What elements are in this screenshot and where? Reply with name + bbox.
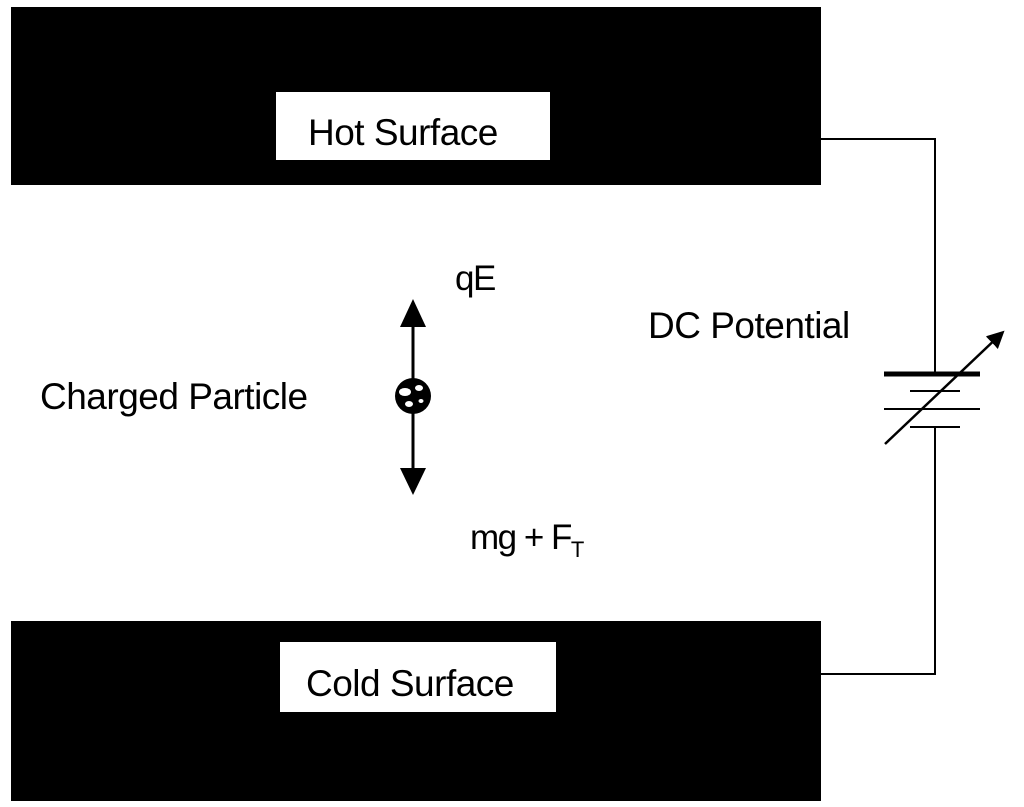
dc-battery-icon bbox=[884, 330, 1005, 445]
cold-surface-label: Cold Surface bbox=[306, 663, 514, 704]
dc-potential-label: DC Potential bbox=[648, 305, 850, 346]
wire-top bbox=[820, 138, 936, 374]
variable-arrow-icon bbox=[884, 330, 1005, 445]
hot-surface-label-box bbox=[276, 92, 550, 160]
force-up-arrowhead bbox=[400, 299, 426, 327]
cold-surface-plate: Cold Surface bbox=[11, 621, 821, 801]
hot-surface-plate: Hot Surface bbox=[11, 7, 821, 185]
force-arrows bbox=[400, 299, 426, 495]
wire-bottom bbox=[820, 427, 936, 675]
force-down-label: mg + FT bbox=[470, 518, 584, 562]
cold-surface-label-box bbox=[280, 642, 556, 712]
charged-particle-icon bbox=[395, 378, 431, 414]
circuit-wires bbox=[820, 138, 936, 675]
force-down-subscript: T bbox=[571, 537, 584, 562]
force-up-label: qE bbox=[455, 259, 495, 298]
force-down-main: mg + F bbox=[470, 518, 571, 557]
charged-particle-label: Charged Particle bbox=[40, 376, 308, 417]
force-down-arrowhead bbox=[400, 468, 426, 495]
hot-surface-label: Hot Surface bbox=[308, 112, 498, 153]
